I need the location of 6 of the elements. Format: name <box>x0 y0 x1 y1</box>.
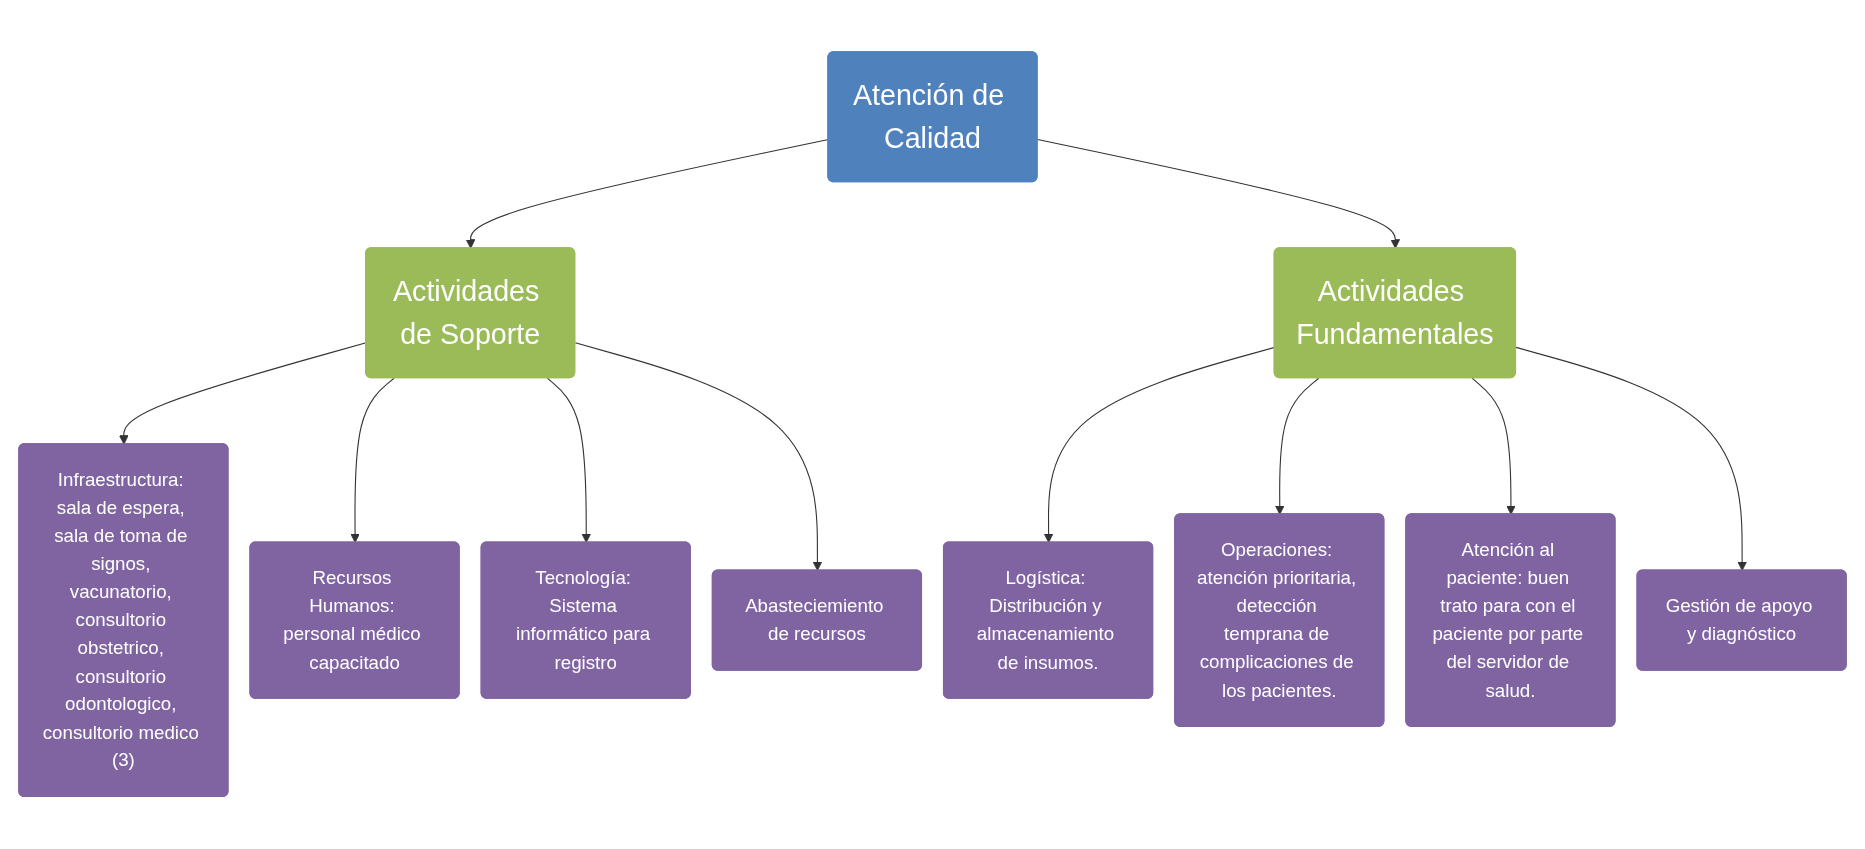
arrow <box>1274 377 1320 516</box>
arrow <box>546 377 592 544</box>
arrow <box>1037 139 1401 250</box>
arrow <box>350 377 395 544</box>
arrow <box>574 342 823 572</box>
arrow <box>1515 347 1747 572</box>
